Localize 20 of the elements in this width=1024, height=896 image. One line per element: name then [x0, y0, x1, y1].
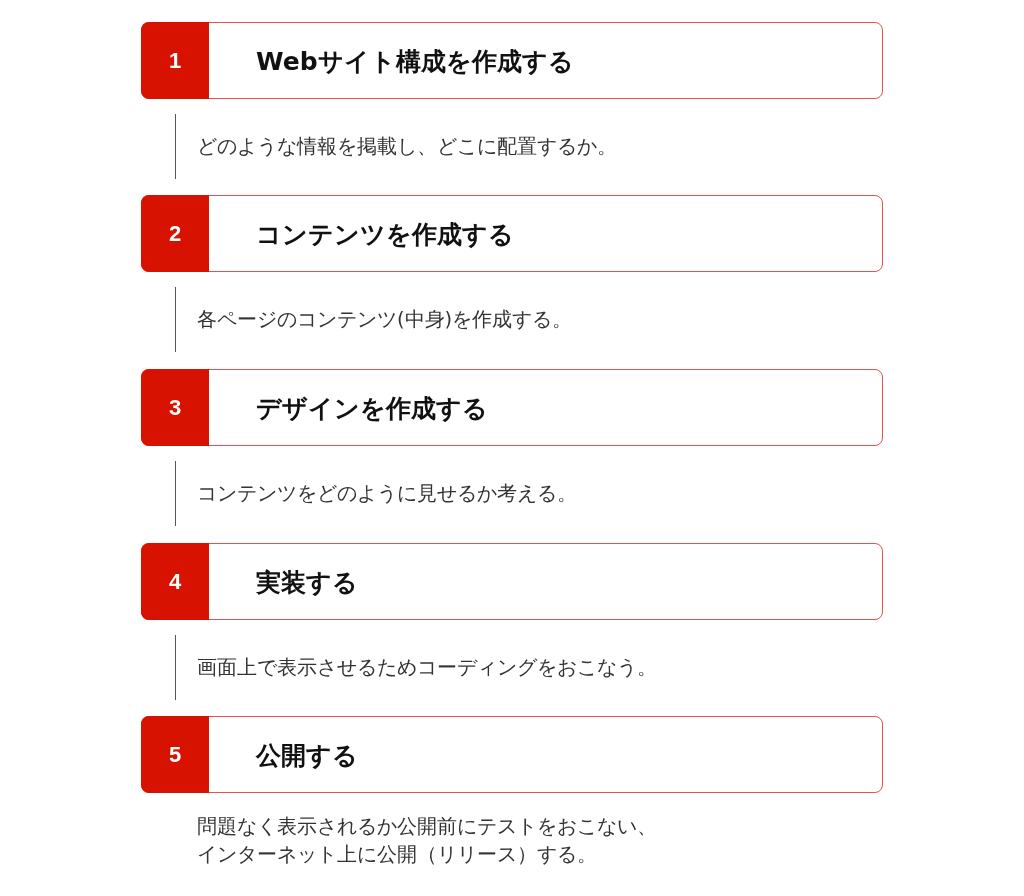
step-number: 5 — [141, 716, 209, 793]
step-number: 2 — [141, 195, 209, 272]
step-description: コンテンツをどのように見せるか考える。 — [197, 480, 577, 507]
step-description: 画面上で表示させるためコーディングをおこなう。 — [197, 654, 657, 681]
step-description: 問題なく表示されるか公開前にテストをおこない、インターネット上に公開（リリース）する。 — [197, 813, 658, 868]
step-number: 4 — [141, 543, 209, 620]
step-title: Webサイト構成を作成する — [256, 45, 574, 77]
step-box — [141, 195, 883, 272]
step-description: どのような情報を掲載し、どこに配置するか。 — [197, 133, 617, 160]
step-title: デザインを作成する — [256, 392, 488, 424]
step-title: 実装する — [256, 566, 358, 598]
step-title: コンテンツを作成する — [256, 218, 514, 250]
step-box — [141, 22, 883, 99]
step-box — [141, 543, 883, 620]
step-description: 各ページのコンテンツ(中身)を作成する。 — [197, 306, 573, 333]
step-number: 3 — [141, 369, 209, 446]
step-number: 1 — [141, 22, 209, 99]
step-box — [141, 369, 883, 446]
step-title: 公開する — [256, 739, 358, 771]
step-box — [141, 716, 883, 793]
